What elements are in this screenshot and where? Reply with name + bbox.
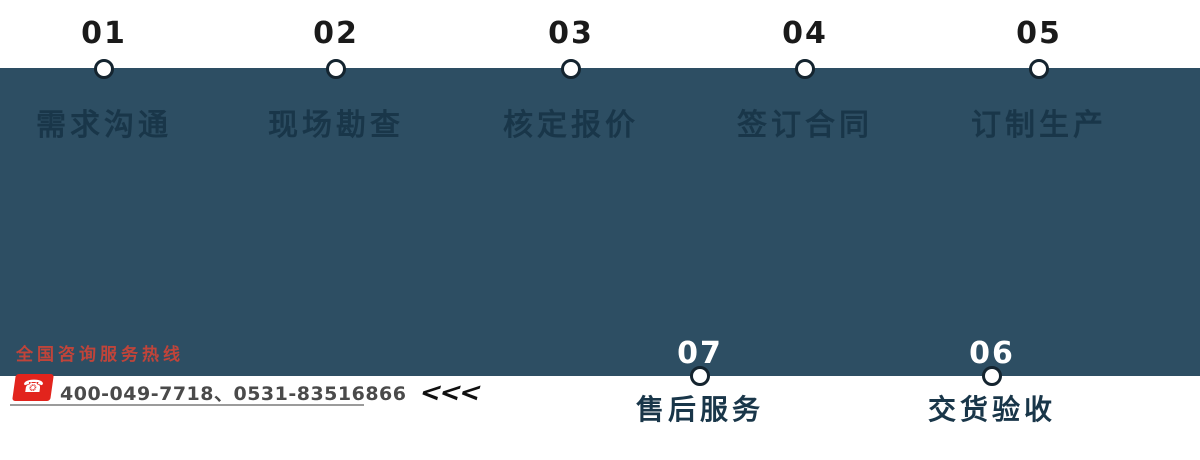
step-number: 04 — [782, 16, 828, 51]
step-column-05: 05 订制生产 — [939, 0, 1139, 460]
hotline-title: 全国咨询服务热线 — [16, 345, 184, 365]
step-number: 07 — [677, 336, 723, 371]
step-label: 现场勘查 — [268, 108, 404, 143]
step-dot-icon — [1029, 59, 1049, 79]
step-column-03: 03 核定报价 — [471, 0, 671, 460]
step-number: 06 — [969, 336, 1015, 371]
step-dot-icon — [795, 59, 815, 79]
hotline-phone-numbers: 400-049-7718、0531-83516866 — [60, 383, 407, 405]
step-number: 03 — [548, 16, 594, 51]
step-column-02: 02 现场勘查 — [236, 0, 436, 460]
step-label: 核定报价 — [503, 108, 639, 143]
step-column-07: 07 售后服务 — [600, 0, 800, 460]
step-dot-icon — [561, 59, 581, 79]
step-column-06: 06 交货验收 — [892, 0, 1092, 460]
step-dot-icon — [982, 366, 1002, 386]
step-number: 02 — [313, 16, 359, 51]
step-label: 签订合同 — [737, 108, 873, 143]
divider-line — [10, 404, 364, 406]
dark-band-background — [0, 68, 1200, 376]
phone-glyph: ☎ — [21, 377, 46, 397]
left-arrows-icon: <<< — [415, 378, 484, 408]
step-dot-icon — [94, 59, 114, 79]
step-label: 售后服务 — [635, 393, 764, 426]
step-column-01: 01 需求沟通 — [4, 0, 204, 460]
step-label: 订制生产 — [971, 108, 1107, 143]
step-dot-icon — [326, 59, 346, 79]
step-number: 05 — [1016, 16, 1062, 51]
step-dot-icon — [690, 366, 710, 386]
step-number: 01 — [81, 16, 127, 51]
step-label: 交货验收 — [927, 393, 1056, 426]
step-column-04: 04 签订合同 — [705, 0, 905, 460]
step-label: 需求沟通 — [36, 108, 172, 143]
phone-icon: ☎ — [12, 374, 54, 401]
